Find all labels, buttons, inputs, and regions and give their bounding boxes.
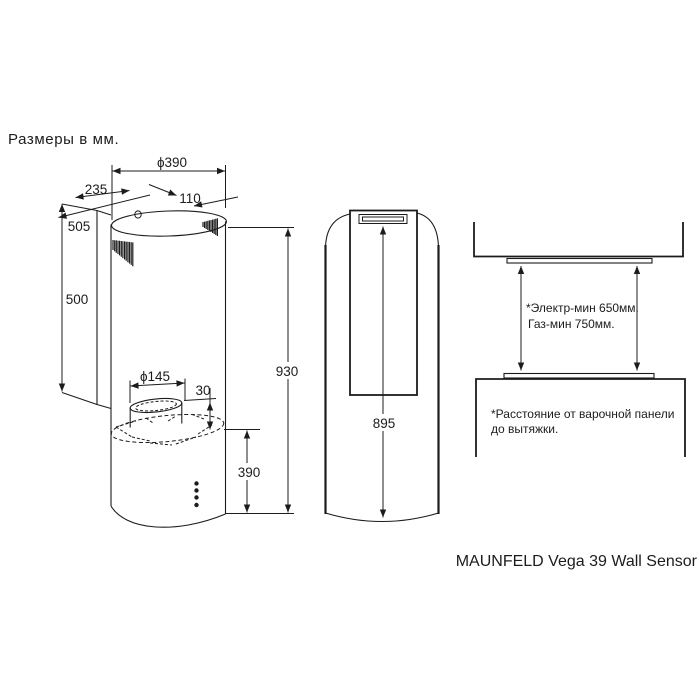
dim-235-label: 235: [85, 182, 108, 197]
installation-drawing: *Электр-мин 650мм. Газ-мин 750мм. *Расст…: [473, 222, 686, 457]
dim-390-label: 390: [238, 465, 261, 480]
hood-bottom-outline: [473, 222, 684, 258]
dim-500-label: 500: [66, 292, 89, 307]
dim-lower-body-height: 390: [224, 429, 264, 513]
dim-phi390-label: ϕ390: [157, 155, 187, 170]
page-title: Размеры в мм.: [8, 131, 119, 148]
cooktop-outline: [475, 378, 686, 457]
clearance-note-line2: Газ-мин 750мм.: [528, 317, 615, 331]
back-view-drawing: 895: [324, 209, 440, 522]
dim-total-depth: 505: [58, 194, 151, 234]
dim-top-diameter: ϕ390: [111, 155, 226, 220]
duct-flange: [110, 397, 225, 446]
dim-505-label: 505: [68, 219, 91, 234]
cable-hole: [134, 210, 142, 219]
footnote-line1: *Расстояние от варочной панели: [491, 407, 674, 421]
cooktop-plate: [503, 372, 655, 379]
back-cylinder-silhouette: [324, 212, 440, 522]
hood-bottom-plate: [506, 257, 653, 264]
wall-bracket-plate: [61, 203, 112, 410]
dim-duct-height: 30: [183, 383, 217, 430]
dim-30-label: 30: [195, 383, 210, 398]
dim-930-label: 930: [276, 364, 299, 379]
dim-phi145-label: ϕ145: [140, 369, 170, 384]
mounting-tabs-dashed: [115, 413, 213, 446]
clearance-note-line1: *Электр-мин 650мм.: [526, 301, 639, 315]
dim-110-label: 110: [179, 191, 201, 206]
dim-total-height: 930: [225, 227, 304, 514]
footnote-line2: до вытяжки.: [491, 422, 558, 436]
body-joint-dashed-ellipse: [110, 413, 225, 444]
front-view-drawing: ϕ390 235 505 110 500: [58, 155, 304, 528]
dim-back-offset: 110: [148, 184, 239, 208]
shading-hatch-right: [202, 218, 218, 236]
dim-bracket-depth: 235: [75, 182, 130, 200]
sensor-buttons-dots: [194, 481, 199, 508]
product-name-label: MAUNFELD Vega 39 Wall Sensor: [456, 553, 698, 570]
hood-cylinder-body: [110, 210, 228, 528]
shading-hatch-left: [112, 240, 134, 267]
mounting-slot: [358, 214, 408, 224]
dim-duct-diameter: ϕ145: [129, 369, 186, 403]
dim-mounting-height: 895: [366, 226, 401, 518]
dim-bracket-height: 500: [58, 204, 89, 392]
dim-895-label: 895: [373, 416, 396, 431]
